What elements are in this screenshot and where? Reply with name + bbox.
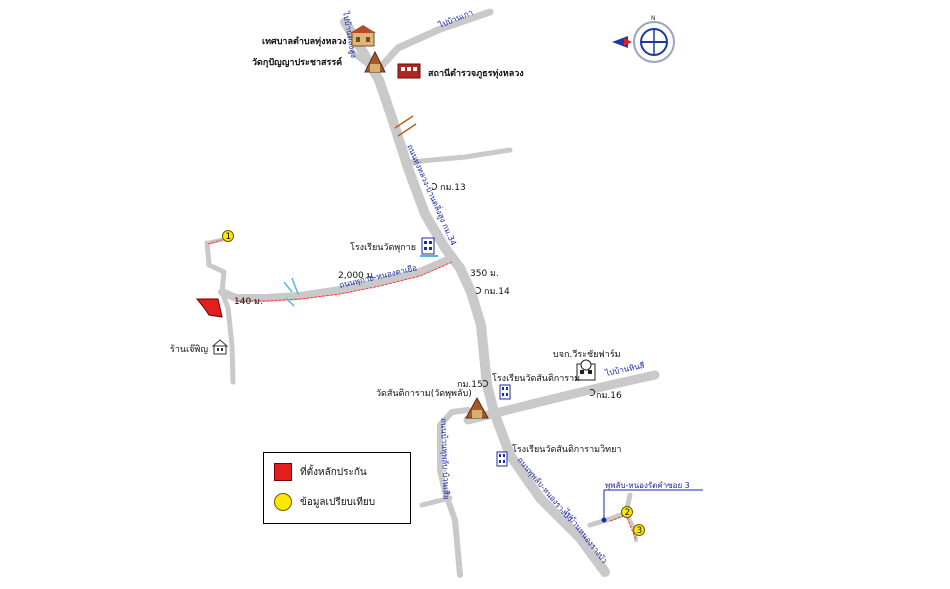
road-east-1 xyxy=(407,147,513,165)
compass-icon: N xyxy=(612,15,675,63)
km16-marker-icon xyxy=(589,389,596,396)
school-withaya-icon xyxy=(496,451,508,467)
label-distance-350: 350 ม. xyxy=(470,269,499,279)
label-distance-2000: 2,000 ม. xyxy=(338,271,375,281)
company-icon xyxy=(576,359,596,381)
route-phukhai xyxy=(236,261,453,302)
temple-santitharam-icon xyxy=(465,396,489,419)
label-dir-bottom: ไปบ้านหนองรางบัว xyxy=(561,507,609,565)
callout: พุพลับ-หนองรัตคำซอย 3 xyxy=(601,481,703,523)
label-subdistrict-office: เทศบาลตำบลทุ่งหลวง xyxy=(262,36,346,47)
label-distance-140: 140 ม. xyxy=(234,297,263,307)
bridge-top xyxy=(394,115,417,137)
label-shop: ร้านเจ๊พิญ xyxy=(170,344,208,355)
shop-icon xyxy=(211,339,229,355)
km14-marker-icon xyxy=(475,287,482,294)
label-km14: กม.14 xyxy=(484,287,510,297)
temple-kut-icon xyxy=(364,50,386,73)
callout-dot xyxy=(601,517,607,523)
label-km15: กม.15 xyxy=(457,380,483,390)
legend: ที่ตั้งหลักประกัน ข้อมูลเปรียบเทียบ xyxy=(263,452,411,524)
road-phukhai xyxy=(218,254,456,302)
label-left-road: ถนนบ้านพุพลับ-บ้านเสือ xyxy=(439,418,451,500)
km15-marker-icon xyxy=(482,380,489,387)
km-marker-icons xyxy=(431,183,596,396)
label-school-santitharam: โรงเรียนวัดสันติการาม xyxy=(492,373,580,384)
road-east-2 xyxy=(463,370,660,425)
legend-row-marker: ที่ตั้งหลักประกัน xyxy=(274,463,367,481)
road-west-vertical xyxy=(204,240,236,385)
culvert-phukhai xyxy=(283,277,299,295)
km13-marker-icon xyxy=(431,183,438,190)
road-top-left xyxy=(349,49,367,65)
point-2-label: 2 xyxy=(625,508,631,518)
police-icon xyxy=(397,63,421,79)
road-top-right xyxy=(374,8,494,74)
school-phukhai-icon xyxy=(420,237,438,257)
label-temple-santitharam: วัดสันติการาม(วัดพุพลับ) xyxy=(376,388,472,399)
label-school-withaya: โรงเรียนวัดสันติการามวิทยา xyxy=(512,444,621,455)
legend-point-label: ข้อมูลเปรียบเทียบ xyxy=(300,496,376,508)
comparison-point-2: 2 xyxy=(621,506,633,518)
label-company: บจก.วีระชัยฟาร์ม xyxy=(553,348,621,360)
office-icon xyxy=(350,25,376,47)
school-santitharam-icon xyxy=(499,384,511,400)
comparison-point-3: 3 xyxy=(633,524,645,536)
label-police: สถานีตำรวจภูธรทุ่งหลวง xyxy=(428,68,524,79)
label-km13: กม.13 xyxy=(440,183,466,193)
road-bottom-right xyxy=(587,492,633,528)
culvert-km14 xyxy=(285,297,295,307)
road-left-south xyxy=(437,407,471,578)
legend-red-square-icon xyxy=(274,463,292,481)
legend-marker-label: ที่ตั้งหลักประกัน xyxy=(300,466,367,478)
collateral-marker xyxy=(195,298,223,318)
crossings xyxy=(283,115,417,307)
main-road xyxy=(340,17,610,577)
comparison-point-1: 1 xyxy=(222,230,234,242)
label-temple-kut: วัดกุปัญญาประชาสรรค์ xyxy=(252,56,342,68)
road-network xyxy=(204,8,660,578)
svg-text:N: N xyxy=(651,15,656,22)
callout-text: พุพลับ-หนองรัตคำซอย 3 xyxy=(605,481,690,490)
point-3-label: 3 xyxy=(637,526,643,536)
label-km16: กม.16 xyxy=(596,391,622,401)
legend-row-point: ข้อมูลเปรียบเทียบ xyxy=(274,493,375,511)
label-school-phukhai: โรงเรียนวัดพุกาย xyxy=(350,242,416,253)
road-left-south-spur xyxy=(419,495,453,508)
legend-yellow-circle-icon xyxy=(274,493,292,511)
point-1-label: 1 xyxy=(226,232,232,242)
